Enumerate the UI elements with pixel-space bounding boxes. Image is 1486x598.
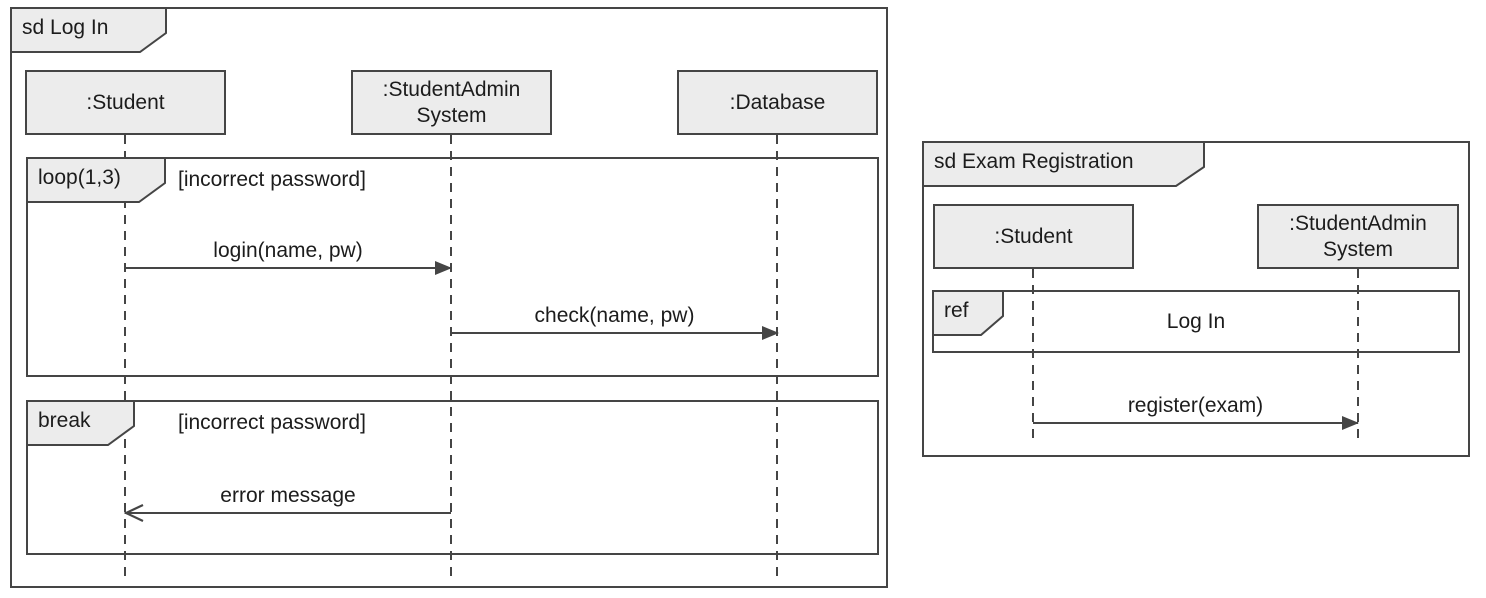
loop-guard-text: [incorrect password]: [178, 168, 366, 192]
pentagon-tag-shape: [10, 7, 167, 53]
message-register: register(exam): [1033, 392, 1359, 430]
head-box-login-student: :Student: [25, 70, 226, 135]
ref-fragment-reference: Log In: [1166, 309, 1226, 333]
message-register-label: register(exam): [1127, 393, 1264, 417]
message-error: error message: [124, 482, 451, 522]
lifeline-login-student: [124, 135, 126, 580]
exam-diagram-title: sd Exam Registration: [934, 150, 1134, 174]
login-diagram-title: sd Log In: [22, 16, 109, 40]
message-check-label: check(name, pw): [534, 303, 695, 327]
pentagon-tag-shape: [932, 290, 1004, 336]
lifeline-exam-admin-system: [1357, 269, 1359, 443]
head-box-exam-student: :Student: [933, 204, 1134, 269]
break-operator-label: break: [38, 409, 91, 433]
login-admin-label-line2: System: [416, 103, 487, 127]
open-arrowhead-icon: [124, 504, 144, 522]
pentagon-tag-shape: [26, 400, 135, 446]
ref-operator-label: ref: [944, 299, 969, 323]
message-register-line: [1033, 422, 1358, 424]
break-fragment-operator-tag: break: [26, 400, 135, 446]
exam-admin-label-line2: System: [1322, 237, 1393, 261]
message-check: check(name, pw): [451, 302, 779, 340]
pentagon-tag-shape: [922, 141, 1205, 187]
head-box-login-database: :Database: [677, 70, 878, 135]
message-error-label: error message: [220, 483, 356, 507]
login-diagram-title-tag: sd Log In: [10, 7, 167, 53]
lifeline-login-database: [776, 135, 778, 580]
exam-student-label: :Student: [994, 224, 1073, 248]
break-fragment: [26, 400, 879, 555]
filled-arrowhead-icon: [1342, 416, 1359, 430]
filled-arrowhead-icon: [435, 261, 452, 275]
break-guard-text: [incorrect password]: [178, 411, 366, 435]
login-admin-label-line1: :StudentAdmin: [382, 77, 521, 101]
message-check-line: [451, 332, 778, 334]
message-login: login(name, pw): [125, 237, 452, 275]
exam-admin-label-line1: :StudentAdmin: [1289, 211, 1427, 235]
message-login-line: [125, 267, 451, 269]
head-box-exam-admin-system: :StudentAdmin System: [1257, 204, 1459, 269]
login-diagram-frame: [10, 7, 888, 588]
lifeline-exam-student: [1032, 269, 1034, 443]
loop-operator-label: loop(1,3): [38, 166, 121, 190]
filled-arrowhead-icon: [762, 326, 779, 340]
lifeline-login-admin-system: [450, 135, 452, 580]
pentagon-tag-shape: [26, 157, 166, 203]
ref-fragment-operator-tag: ref: [932, 290, 1004, 336]
login-database-label: :Database: [729, 90, 826, 114]
loop-fragment: [26, 157, 879, 377]
loop-fragment-operator-tag: loop(1,3): [26, 157, 166, 203]
message-login-label: login(name, pw): [213, 238, 363, 262]
exam-diagram-title-tag: sd Exam Registration: [922, 141, 1205, 187]
login-student-label: :Student: [86, 90, 165, 114]
head-box-login-admin-system: :StudentAdmin System: [351, 70, 552, 135]
message-error-line: [125, 512, 451, 514]
